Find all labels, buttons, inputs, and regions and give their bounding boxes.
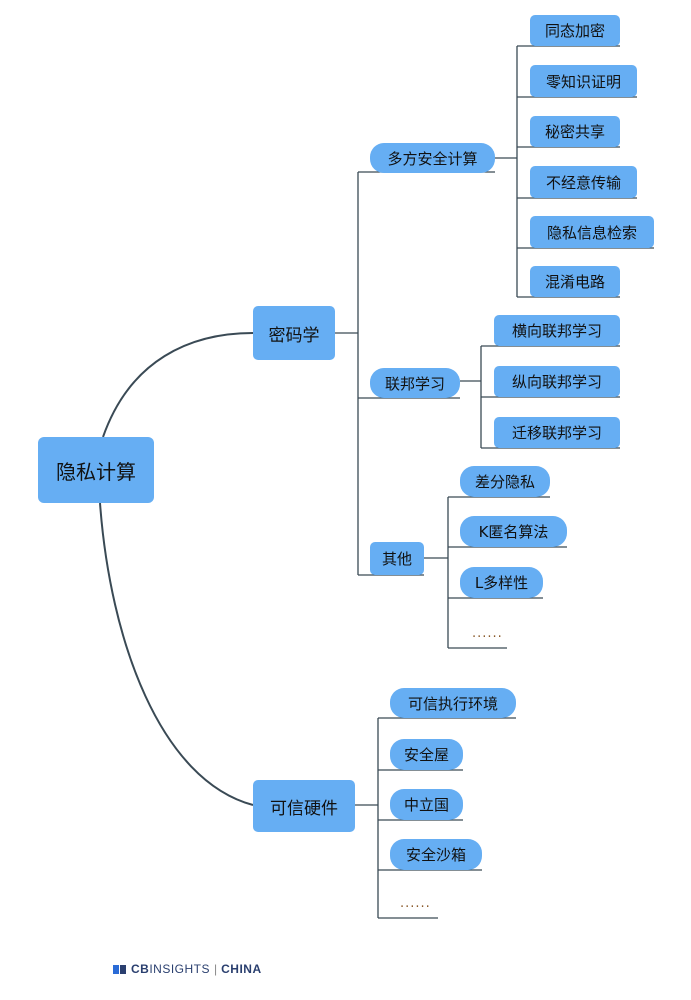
fl-item: 迁移联邦学习 (494, 417, 620, 448)
logo-separator: | (214, 962, 218, 976)
sub-branch-mpc: 多方安全计算 (370, 143, 495, 173)
logo-region: CHINA (221, 962, 262, 976)
logo-name: INSIGHTS (149, 962, 211, 976)
branch-cryptography: 密码学 (253, 306, 335, 360)
other-item: L多样性 (460, 567, 543, 598)
hardware-item: 安全屋 (390, 739, 463, 770)
cbinsights-china-logo: CB INSIGHTS | CHINA (113, 962, 262, 976)
mpc-item: 不经意传输 (530, 166, 637, 198)
other-item: K匿名算法 (460, 516, 567, 547)
fl-item: 纵向联邦学习 (494, 366, 620, 397)
fl-item: 横向联邦学习 (494, 315, 620, 346)
root-node: 隐私计算 (38, 437, 154, 503)
mpc-item: 隐私信息检索 (530, 216, 654, 248)
sub-branch-other: 其他 (370, 542, 424, 575)
other-item: 差分隐私 (460, 466, 550, 497)
logo-brand: CB (131, 962, 150, 976)
hardware-item: 可信执行环境 (390, 688, 516, 718)
cbinsights-logo-icon (113, 964, 127, 974)
hardware-item: 中立国 (390, 789, 463, 820)
mpc-item: 混淆电路 (530, 266, 620, 297)
hardware-more-ellipsis: ...... (400, 896, 431, 911)
mpc-item: 秘密共享 (530, 116, 620, 147)
mpc-item: 同态加密 (530, 15, 620, 46)
branch-trusted-hardware: 可信硬件 (253, 780, 355, 832)
mpc-item: 零知识证明 (530, 65, 637, 97)
other-more-ellipsis: ...... (472, 626, 503, 641)
hardware-item: 安全沙箱 (390, 839, 482, 870)
sub-branch-federated-learning: 联邦学习 (370, 368, 460, 398)
